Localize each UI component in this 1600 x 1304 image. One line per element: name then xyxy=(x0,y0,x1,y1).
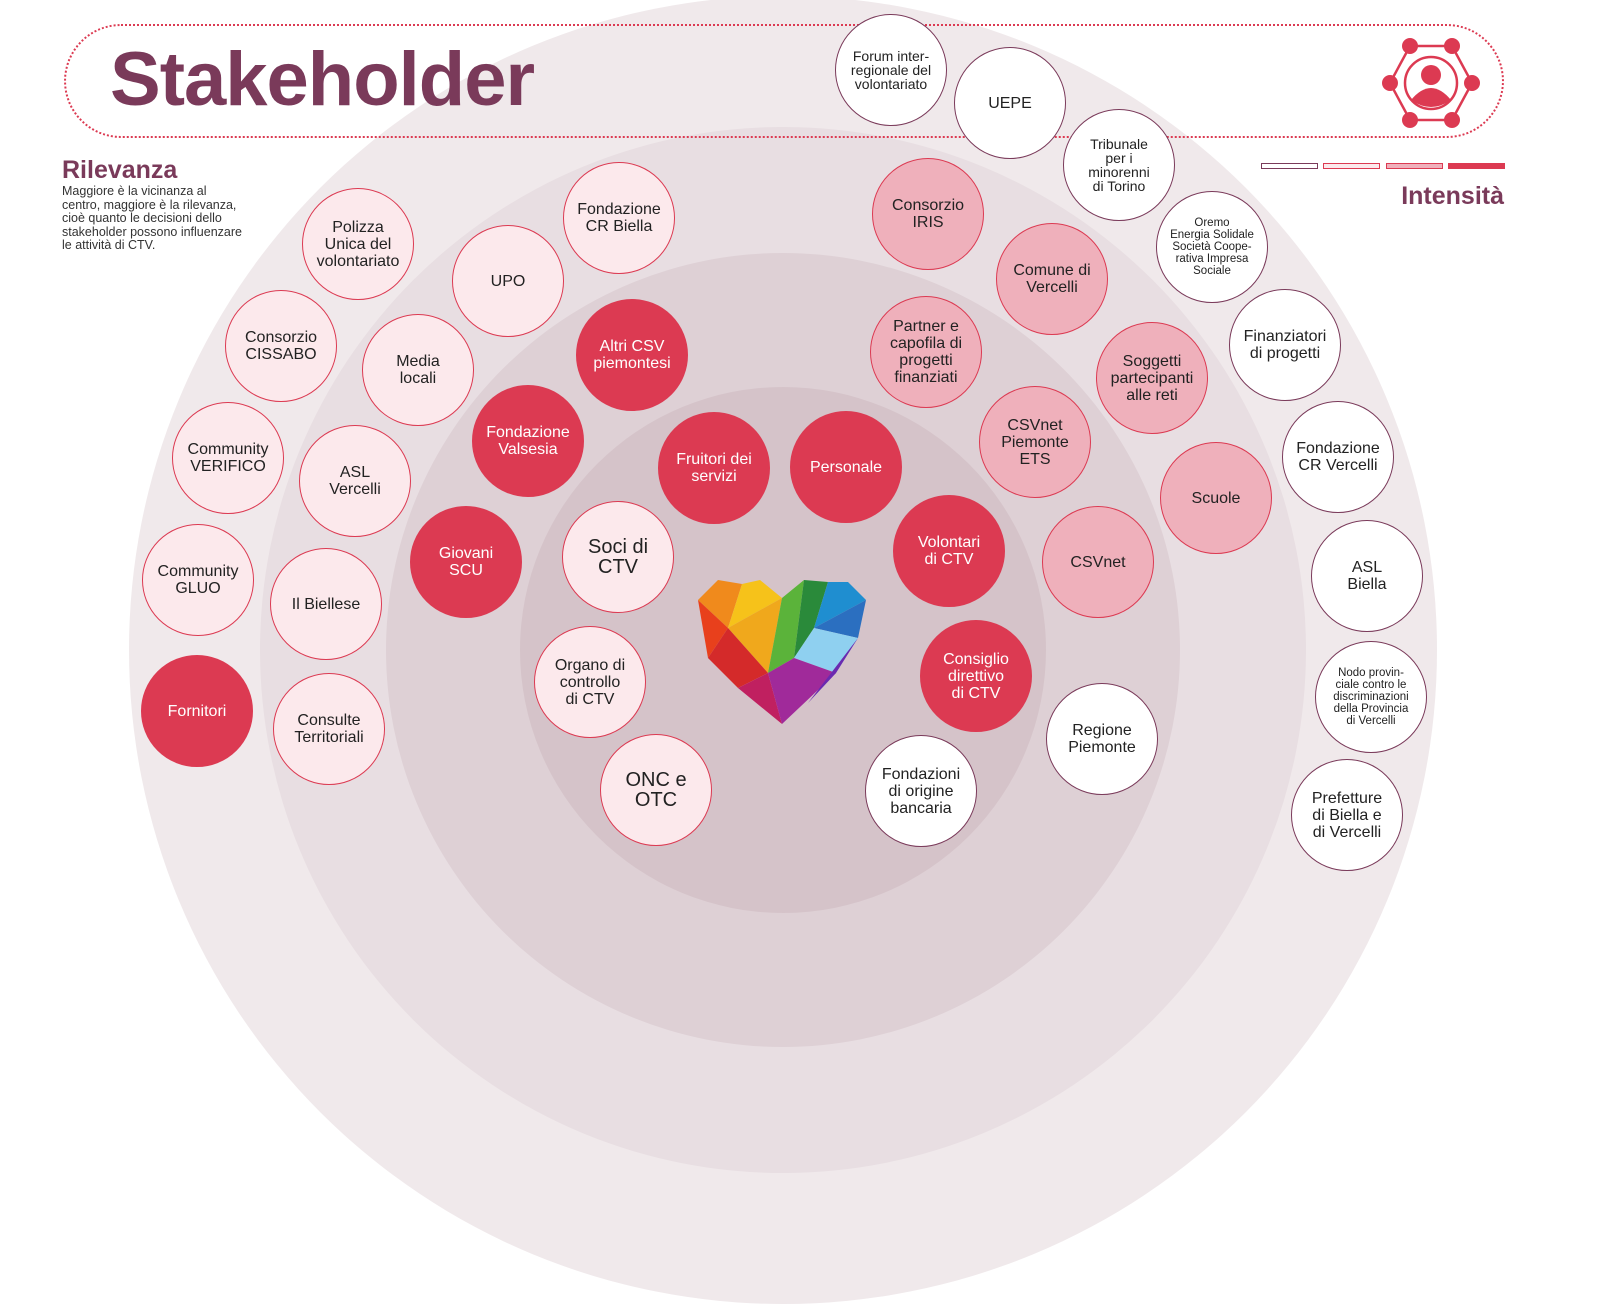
stakeholder-node: Oremo Energia Solidale Società Coope- ra… xyxy=(1156,191,1268,303)
stakeholder-label: Comune di Vercelli xyxy=(1013,262,1091,296)
stakeholder-node: Nodo provin- ciale contro le discriminaz… xyxy=(1315,641,1427,753)
stakeholder-node: UEPE xyxy=(954,47,1066,159)
stakeholder-node: Media locali xyxy=(362,314,474,426)
stakeholder-node: CSVnet Piemonte ETS xyxy=(979,386,1091,498)
stakeholder-label: Prefetture di Biella e di Vercelli xyxy=(1311,789,1383,841)
stakeholder-label: Organo di controllo di CTV xyxy=(554,656,626,708)
stakeholder-node: UPO xyxy=(452,225,564,337)
title-frame xyxy=(64,24,1504,138)
stakeholder-node: Community VERIFICO xyxy=(172,402,284,514)
stakeholder-label: CSVnet Piemonte ETS xyxy=(1001,416,1069,468)
stakeholder-node: Comune di Vercelli xyxy=(996,223,1108,335)
stakeholder-node: Fondazioni di origine bancaria xyxy=(865,735,977,847)
intensity-heading: Intensità xyxy=(1401,182,1504,210)
stakeholder-node: Partner e capofila di progetti finanziat… xyxy=(870,296,982,408)
stakeholder-label: Fondazione CR Biella xyxy=(577,201,661,235)
stakeholder-label: Finanziatori di progetti xyxy=(1243,328,1327,362)
stakeholder-node: Fondazione CR Biella xyxy=(563,162,675,274)
stakeholder-node: ONC e OTC xyxy=(600,734,712,846)
stakeholder-label: ASL Vercelli xyxy=(329,464,381,498)
page-title: Stakeholder xyxy=(110,37,535,122)
stakeholder-label: Fondazione Valsesia xyxy=(486,424,570,458)
intensity-legend-level-1 xyxy=(1261,163,1318,169)
stakeholder-label: Media locali xyxy=(396,353,440,387)
stakeholder-node: Regione Piemonte xyxy=(1046,683,1158,795)
relevance-description: Maggiore è la vicinanza al centro, maggi… xyxy=(62,184,242,252)
stakeholder-label: Altri CSV piemontesi xyxy=(593,338,671,372)
stakeholder-label: Volontari di CTV xyxy=(917,534,981,568)
stakeholder-label: ASL Biella xyxy=(1347,559,1387,593)
stakeholder-label: Fruitori dei servizi xyxy=(676,451,752,485)
stakeholder-label: Giovani SCU xyxy=(438,545,494,579)
stakeholder-node: Scuole xyxy=(1160,442,1272,554)
stakeholder-node: Personale xyxy=(790,411,902,523)
stakeholder-label: Polizza Unica del volontariato xyxy=(316,218,400,270)
stakeholder-node: Polizza Unica del volontariato xyxy=(302,188,414,300)
stakeholder-node: Fornitori xyxy=(141,655,253,767)
stakeholder-node: Altri CSV piemontesi xyxy=(576,299,688,411)
stakeholder-label: Oremo Energia Solidale Società Coope- ra… xyxy=(1170,217,1254,277)
stakeholder-node: ASL Vercelli xyxy=(299,425,411,537)
stakeholder-label: UEPE xyxy=(988,94,1032,112)
stakeholder-label: Community GLUO xyxy=(157,563,239,597)
stakeholder-label: Forum inter- regionale del volontariato xyxy=(850,48,932,92)
stakeholder-network-icon xyxy=(1382,38,1480,128)
ctv-heart-logo xyxy=(698,580,866,724)
stakeholder-label: Consorzio CISSABO xyxy=(244,329,318,363)
stakeholder-node: Consiglio direttivo di CTV xyxy=(920,620,1032,732)
stakeholder-label: Personale xyxy=(809,458,883,476)
stakeholder-node: Finanziatori di progetti xyxy=(1229,289,1341,401)
stakeholder-label: CSVnet xyxy=(1070,553,1126,571)
stakeholder-label: Fondazioni di origine bancaria xyxy=(881,765,961,817)
relevance-heading: Rilevanza xyxy=(62,156,178,184)
stakeholder-node: Soci di CTV xyxy=(562,501,674,613)
stakeholder-node: Fondazione Valsesia xyxy=(472,385,584,497)
stakeholder-node: Volontari di CTV xyxy=(893,495,1005,607)
stakeholder-node: Soggetti partecipanti alle reti xyxy=(1096,322,1208,434)
intensity-legend-level-3 xyxy=(1386,163,1443,169)
stakeholder-node: CSVnet xyxy=(1042,506,1154,618)
stakeholder-label: Consulte Territoriali xyxy=(294,712,364,746)
stakeholder-node: Prefetture di Biella e di Vercelli xyxy=(1291,759,1403,871)
stakeholder-node: Consorzio IRIS xyxy=(872,158,984,270)
stakeholder-label: UPO xyxy=(490,272,526,290)
stakeholder-label: Soci di CTV xyxy=(587,536,649,578)
stakeholder-node: Tribunale per i minorenni di Torino xyxy=(1063,109,1175,221)
stakeholder-node: Il Biellese xyxy=(270,548,382,660)
stakeholder-label: Consiglio direttivo di CTV xyxy=(943,650,1009,702)
stakeholder-label: Scuole xyxy=(1191,489,1241,507)
stakeholder-label: Tribunale per i minorenni di Torino xyxy=(1088,136,1150,194)
stakeholder-label: Community VERIFICO xyxy=(187,441,269,475)
stakeholder-label: Il Biellese xyxy=(291,595,361,613)
stakeholder-label: Fornitori xyxy=(167,702,227,720)
stakeholder-label: Soggetti partecipanti alle reti xyxy=(1110,352,1194,404)
stakeholder-node: Consulte Territoriali xyxy=(273,673,385,785)
stakeholder-node: Forum inter- regionale del volontariato xyxy=(835,14,947,126)
stakeholder-label: Fondazione CR Vercelli xyxy=(1296,440,1380,474)
stakeholder-node: Consorzio CISSABO xyxy=(225,290,337,402)
stakeholder-node: Fondazione CR Vercelli xyxy=(1282,401,1394,513)
stakeholder-node: Fruitori dei servizi xyxy=(658,412,770,524)
stakeholder-node: Giovani SCU xyxy=(410,506,522,618)
stakeholder-label: ONC e OTC xyxy=(625,769,687,811)
stakeholder-label: Regione Piemonte xyxy=(1068,722,1136,756)
intensity-legend-level-4 xyxy=(1448,163,1505,169)
stakeholder-node: ASL Biella xyxy=(1311,520,1423,632)
stakeholder-label: Partner e capofila di progetti finanziat… xyxy=(889,318,963,386)
stakeholder-label: Consorzio IRIS xyxy=(891,197,965,231)
stakeholder-node: Community GLUO xyxy=(142,524,254,636)
stakeholder-node: Organo di controllo di CTV xyxy=(534,626,646,738)
intensity-legend-level-2 xyxy=(1323,163,1380,169)
stakeholder-label: Nodo provin- ciale contro le discriminaz… xyxy=(1333,667,1409,727)
